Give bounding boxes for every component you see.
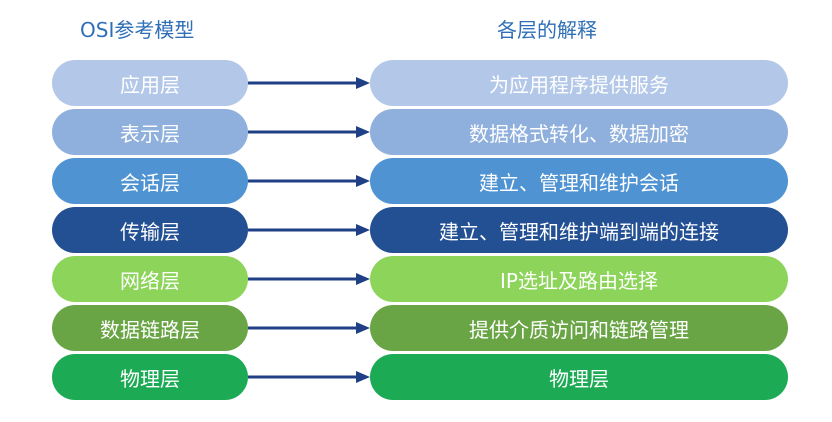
layer-desc-presentation: 数据格式转化、数据加密: [370, 109, 788, 155]
arrow-icon: [248, 224, 370, 236]
layer-name-data-link: 数据链路层: [52, 305, 248, 351]
layer-desc-transport: 建立、管理和维护端到端的连接: [370, 207, 788, 253]
arrow-icon: [248, 175, 370, 187]
layer-desc-application: 为应用程序提供服务: [370, 60, 788, 106]
layer-desc-physical: 物理层: [370, 354, 788, 400]
arrow-icon: [248, 126, 370, 138]
layer-name-network: 网络层: [52, 256, 248, 302]
layer-desc-network: IP选址及路由选择: [370, 256, 788, 302]
layer-desc-session: 建立、管理和维护会话: [370, 158, 788, 204]
layer-explanation-header: 各层的解释: [497, 18, 597, 42]
layer-name-session: 会话层: [52, 158, 248, 204]
arrow-icon: [248, 273, 370, 285]
arrow-icon: [248, 371, 370, 383]
layer-desc-data-link: 提供介质访问和链路管理: [370, 305, 788, 351]
layer-name-application: 应用层: [52, 60, 248, 106]
layer-name-physical: 物理层: [52, 354, 248, 400]
arrow-icon: [248, 322, 370, 334]
layer-name-transport: 传输层: [52, 207, 248, 253]
arrow-icon: [248, 77, 370, 89]
layer-name-presentation: 表示层: [52, 109, 248, 155]
osi-model-header: OSI参考模型: [80, 18, 195, 42]
